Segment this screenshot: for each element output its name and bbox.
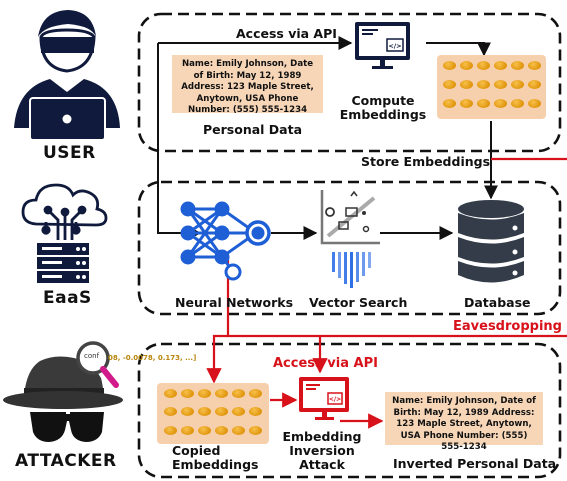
personal-data-card: Name: Emily Johnson, Date of Birth: May … [172, 55, 323, 115]
inverted-personal-data-card: Name: Emily Johnson, Date of Birth: May … [385, 392, 543, 452]
user-icon [14, 10, 120, 141]
attacker-glasses-icon [30, 412, 104, 442]
magnifier-icon [76, 341, 119, 388]
svg-text:</>: </> [388, 42, 401, 50]
api-monitor-icon: </> [355, 22, 410, 69]
eaas-label: EaaS [43, 288, 92, 308]
leaked-vector-text: 08, -0.0078, 0.173, ...] [108, 354, 197, 362]
neural-network-icon [180, 201, 271, 281]
vector-search-label: Vector Search [309, 295, 408, 310]
user-panel [137, 12, 562, 153]
store-embeddings-label: Store Embeddings [361, 154, 491, 169]
eavesdropping-label: Eavesdropping [453, 319, 562, 334]
magnifier-text: conf [84, 352, 100, 360]
inverted-personal-data-label: Inverted Personal Data [393, 456, 557, 471]
vector-search-icon [320, 190, 380, 288]
access-via-api-label: Access via API [236, 26, 337, 41]
api-to-embeddings-arrow [426, 42, 491, 57]
attacker-api-monitor-icon: </> [299, 377, 349, 420]
compute-embeddings-label: Compute Embeddings [339, 93, 427, 122]
svg-text:</>: </> [329, 396, 341, 403]
eaas-panel [137, 180, 562, 316]
eavesdrop-to-copied-arrow [206, 334, 228, 384]
eaas-server-icon [21, 183, 108, 240]
attacker-label: ATTACKER [15, 451, 117, 471]
personal-data-label: Personal Data [203, 122, 303, 137]
neural-networks-label: Neural Networks [175, 295, 294, 310]
database-label: Database [464, 295, 531, 310]
copied-embeddings-block [157, 383, 269, 444]
computed-embeddings-block [437, 55, 546, 119]
server-rack-icon [37, 243, 89, 283]
embedding-inversion-label: Embedding Inversion Attack [282, 429, 362, 472]
user-label: USER [43, 143, 96, 163]
copied-embeddings-label: Copied Embeddings [172, 443, 259, 472]
attacker-panel [137, 342, 562, 479]
attacker-access-api-label: Access via API [273, 356, 378, 371]
database-icon [458, 200, 524, 283]
